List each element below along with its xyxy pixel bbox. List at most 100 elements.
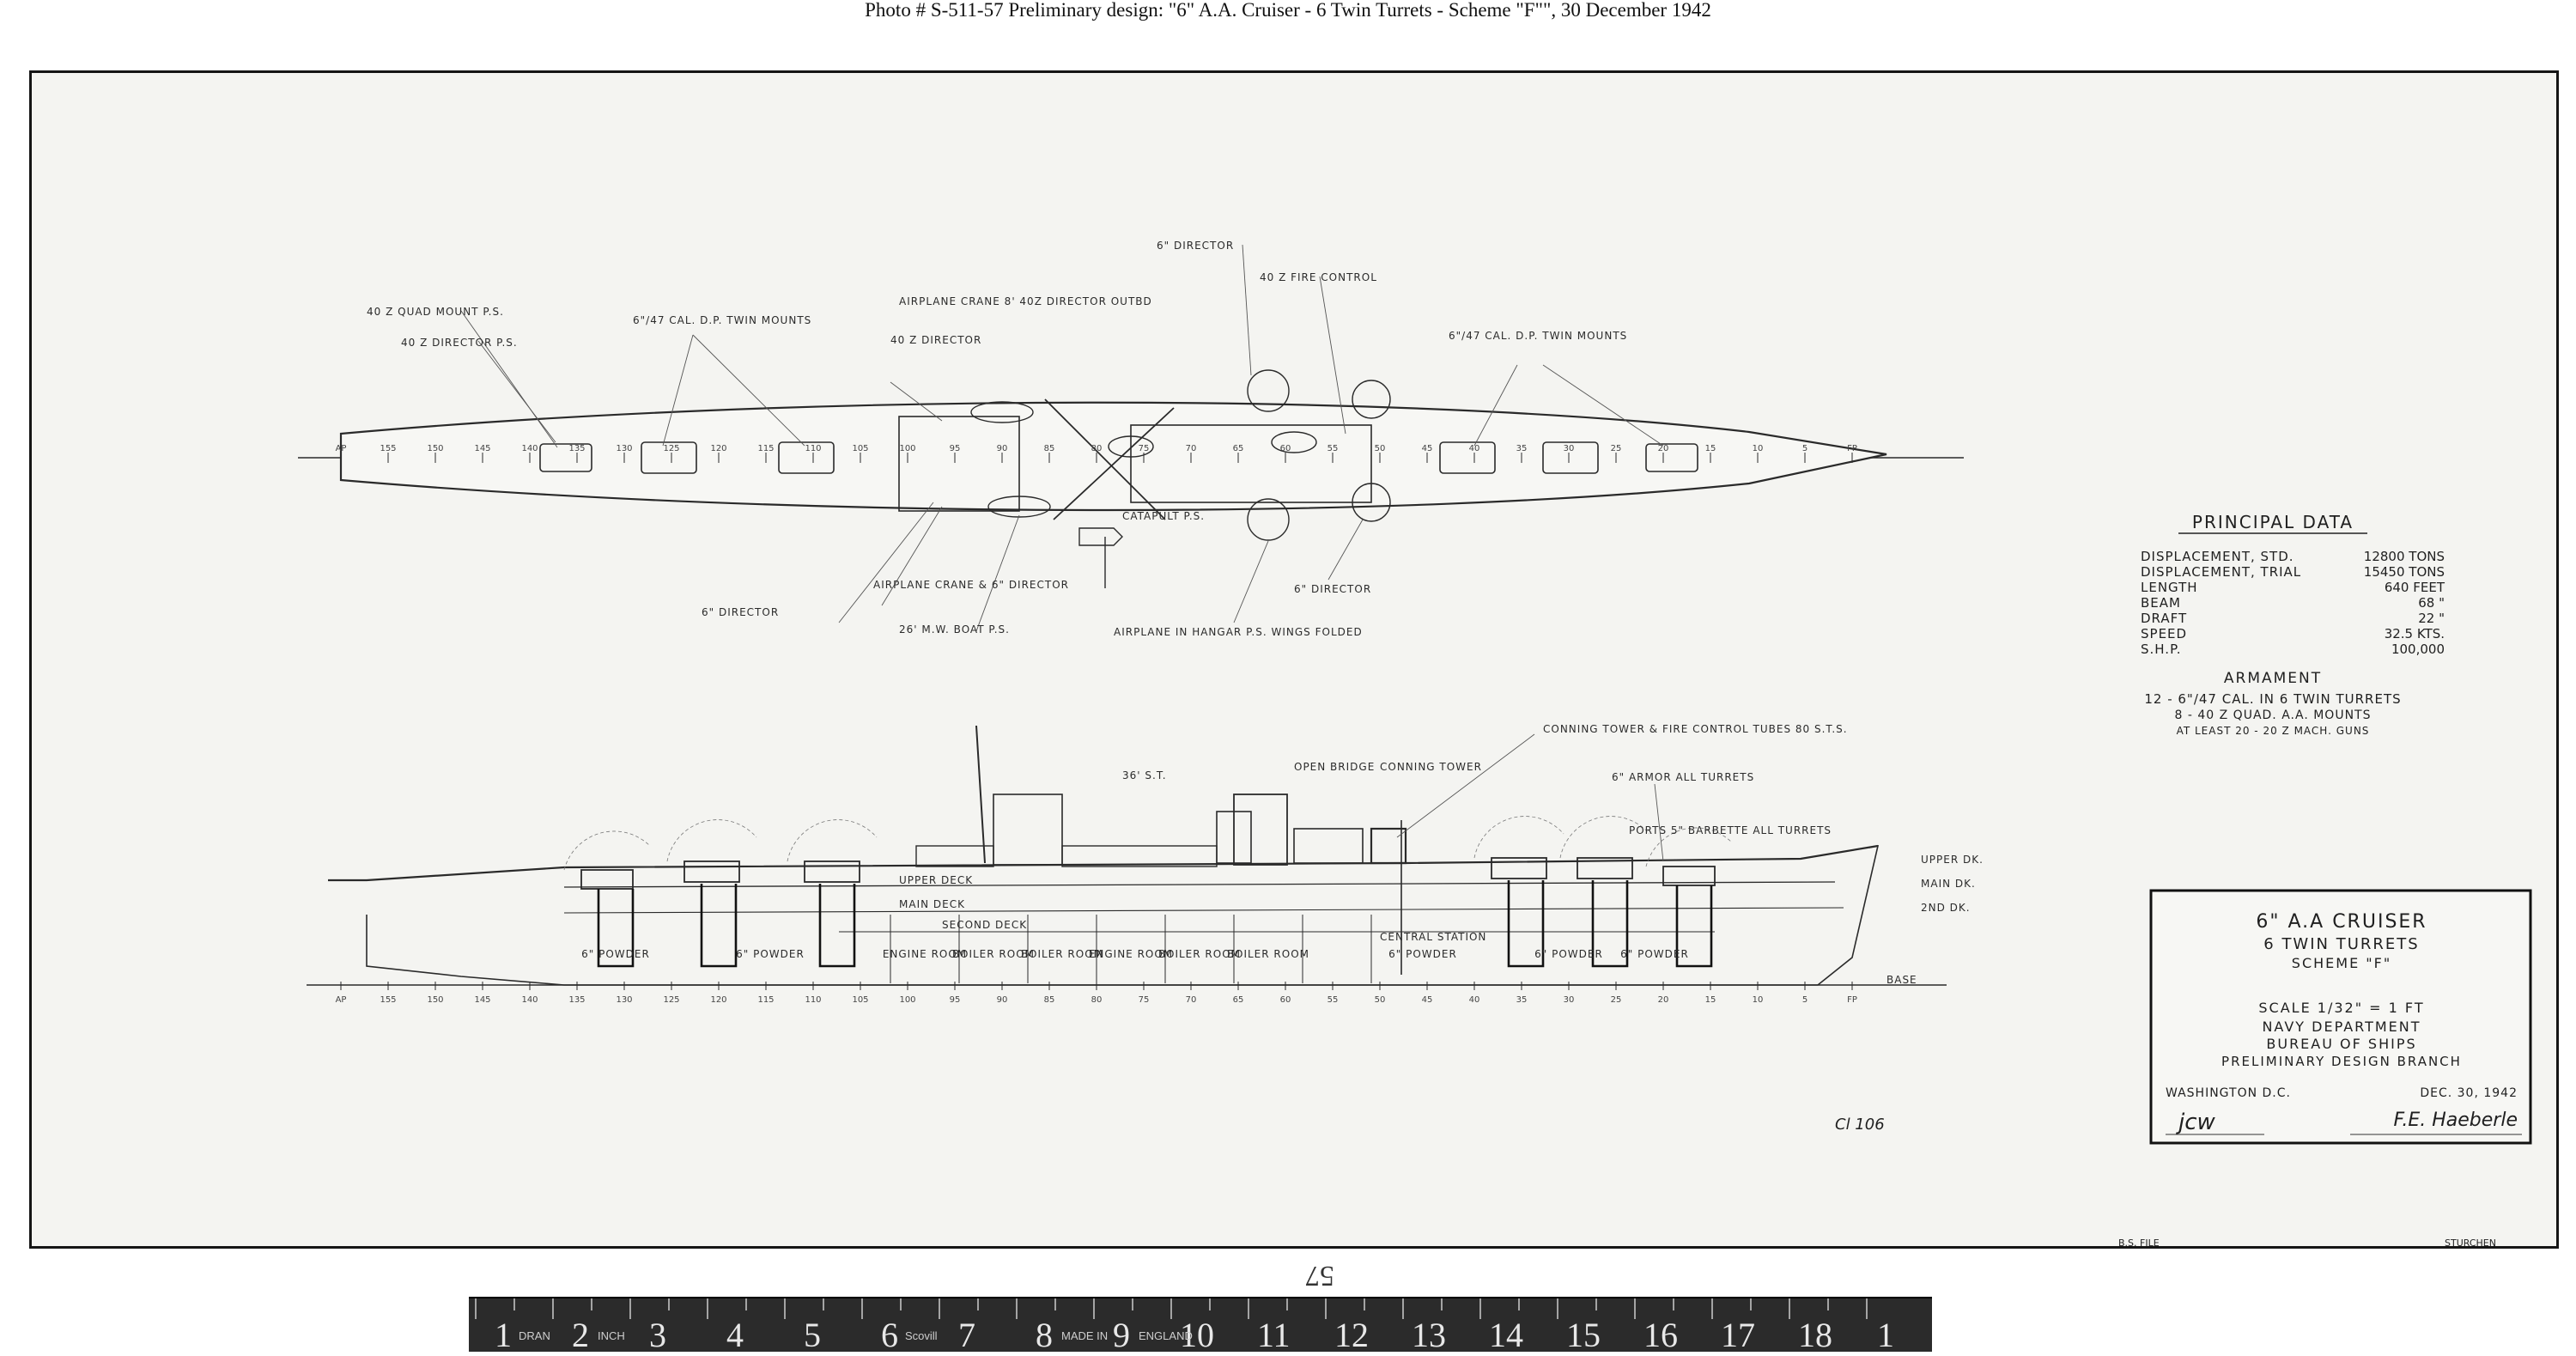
profile-station: 5 bbox=[1802, 995, 1807, 1005]
data-label: DISPLACEMENT, STD. bbox=[2141, 549, 2294, 564]
plan-label-director-ps: 40 Z DIRECTOR P.S. bbox=[401, 337, 518, 349]
title-block-frame bbox=[2149, 889, 2532, 1145]
profile-fwd-stack bbox=[1233, 794, 1288, 866]
plan-station: 30 bbox=[1564, 444, 1575, 453]
profile-leader-conning bbox=[1396, 733, 1535, 838]
profile-station: 65 bbox=[1233, 995, 1244, 1005]
armament-line: AT LEAST 20 - 20 Z MACH. GUNS bbox=[2177, 725, 2370, 737]
drafter-note: STURCHEN bbox=[2445, 1237, 2496, 1246]
plan-label-twin-mounts-fwd: 6"/47 CAL. D.P. TWIN MOUNTS bbox=[1449, 330, 1627, 342]
plan-stack-2 bbox=[1271, 431, 1317, 453]
profile-aft-stack bbox=[993, 794, 1063, 866]
compartment-label: BOILER ROOM bbox=[952, 948, 1035, 960]
profile-station: 15 bbox=[1705, 995, 1716, 1005]
plan-station: 40 bbox=[1469, 444, 1480, 453]
file-note: B.S. FILE bbox=[2118, 1237, 2160, 1246]
profile-station: 60 bbox=[1280, 995, 1291, 1005]
profile-station: 75 bbox=[1139, 995, 1150, 1005]
profile-turret-4 bbox=[1491, 857, 1547, 879]
profile-station: 10 bbox=[1753, 995, 1764, 1005]
profile-label-upper-deck-mid: UPPER DECK bbox=[899, 874, 973, 886]
data-label: DISPLACEMENT, TRIAL bbox=[2141, 564, 2301, 580]
plan-view bbox=[298, 244, 1964, 632]
plan-station: 135 bbox=[568, 444, 585, 453]
armament-line: 12 - 6"/47 CAL. IN 6 TWIN TURRETS bbox=[2144, 691, 2401, 707]
plan-station: 120 bbox=[710, 444, 726, 453]
plan-station: 25 bbox=[1611, 444, 1622, 453]
profile-station: 105 bbox=[852, 995, 868, 1005]
profile-label-conning-note: CONNING TOWER & FIRE CONTROL TUBES 80 S.… bbox=[1543, 723, 1848, 735]
plan-station: FP bbox=[1847, 444, 1857, 453]
plan-station: 150 bbox=[427, 444, 443, 453]
profile-bulkheads bbox=[890, 915, 1372, 983]
plan-station: 130 bbox=[616, 444, 632, 453]
title-line-1: 6" A.A CRUISER bbox=[2256, 911, 2427, 933]
plan-turret-3 bbox=[778, 441, 835, 474]
ruler-number: 3 bbox=[649, 1316, 666, 1352]
ruler-number: 1 bbox=[495, 1316, 512, 1352]
ruler-number: 12 bbox=[1334, 1316, 1369, 1352]
profile-label-main-deck-mid: MAIN DECK bbox=[899, 898, 965, 910]
ruler-number: 6 bbox=[881, 1316, 898, 1352]
compartment-label: 6" POWDER bbox=[1620, 948, 1689, 960]
compartment-label: 6" POWDER bbox=[736, 948, 805, 960]
compartment-label: BOILER ROOM bbox=[1158, 948, 1241, 960]
profile-label-conning-tower: CONNING TOWER bbox=[1380, 761, 1482, 773]
plan-station: 35 bbox=[1516, 444, 1528, 453]
plan-hull-outline bbox=[339, 401, 1887, 512]
profile-turrets bbox=[580, 857, 1716, 890]
profile-turret-6 bbox=[1662, 866, 1716, 886]
plan-station: 105 bbox=[852, 444, 868, 453]
data-value: 100,000 bbox=[2391, 642, 2445, 657]
plan-station-labels: AP 155 150 145 140 135 130 125 120 115 1… bbox=[336, 444, 1857, 453]
profile-station: 35 bbox=[1516, 995, 1528, 1005]
compartment-label: 6" POWDER bbox=[1388, 948, 1457, 960]
ruler-number: 4 bbox=[726, 1316, 744, 1352]
profile-label-base: BASE bbox=[1886, 974, 1917, 986]
plan-aa-mount-2 bbox=[1352, 483, 1391, 522]
armament-heading: ARMAMENT bbox=[2224, 670, 2322, 687]
data-label: LENGTH bbox=[2141, 580, 2198, 595]
compartment-label: 6" POWDER bbox=[1534, 948, 1603, 960]
plan-station: 85 bbox=[1044, 444, 1055, 453]
plan-label-director-40z: 40 Z DIRECTOR bbox=[890, 334, 981, 346]
plan-station: 55 bbox=[1327, 444, 1339, 453]
profile-station: 155 bbox=[380, 995, 396, 1005]
plan-label-director-top: 6" DIRECTOR bbox=[1157, 240, 1234, 252]
plan-station: 110 bbox=[805, 444, 821, 453]
profile-station: 90 bbox=[997, 995, 1008, 1005]
ruler-ticks bbox=[475, 1298, 1868, 1319]
measuring-ruler: 1 2 3 4 5 6 7 8 9 10 11 12 13 14 15 16 1… bbox=[469, 1297, 1932, 1354]
profile-station: 45 bbox=[1422, 995, 1433, 1005]
plan-director-fwd bbox=[1247, 369, 1290, 412]
ruler-number: 11 bbox=[1257, 1316, 1291, 1352]
profile-station-labels: AP 155 150 145 140 135 130 125 120 115 1… bbox=[336, 995, 1857, 1005]
plan-label-quad-mounts: 40 Z QUAD MOUNT P.S. bbox=[367, 306, 504, 318]
ruler-number: 9 bbox=[1113, 1316, 1130, 1352]
plan-aft-superstructure bbox=[898, 416, 1020, 512]
plan-station: 145 bbox=[474, 444, 490, 453]
profile-station: 40 bbox=[1469, 995, 1480, 1005]
principal-data: PRINCIPAL DATA DISPLACEMENT, STD. 12800 … bbox=[2141, 512, 2445, 737]
profile-station: 150 bbox=[427, 995, 443, 1005]
plan-turrets bbox=[539, 441, 1698, 474]
profile-station: 20 bbox=[1658, 995, 1669, 1005]
plan-catapult-2 bbox=[1053, 407, 1175, 520]
ruler-word: DRAN bbox=[519, 1329, 550, 1342]
title-place: WASHINGTON D.C. bbox=[2166, 1086, 2291, 1100]
compartment-label: ENGINE ROOM bbox=[883, 948, 967, 960]
profile-station: 145 bbox=[474, 995, 490, 1005]
data-value: 32.5 KTS. bbox=[2385, 626, 2445, 642]
profile-aft-deckhouse bbox=[915, 845, 994, 867]
data-value: 22 " bbox=[2418, 611, 2445, 626]
plan-station: 90 bbox=[997, 444, 1008, 453]
profile-label-second-deck-mid: SECOND DECK bbox=[942, 919, 1027, 931]
ruler-number: 14 bbox=[1489, 1316, 1523, 1352]
plan-aircraft bbox=[1078, 527, 1123, 546]
data-label: DRAFT bbox=[2141, 611, 2187, 626]
ruler-number: 8 bbox=[1036, 1316, 1053, 1352]
title-dept-2: BUREAU OF SHIPS bbox=[2266, 1036, 2416, 1052]
title-line-3: SCHEME "F" bbox=[2292, 955, 2391, 971]
data-value: 640 FEET bbox=[2385, 580, 2445, 595]
plan-station: 75 bbox=[1139, 444, 1150, 453]
